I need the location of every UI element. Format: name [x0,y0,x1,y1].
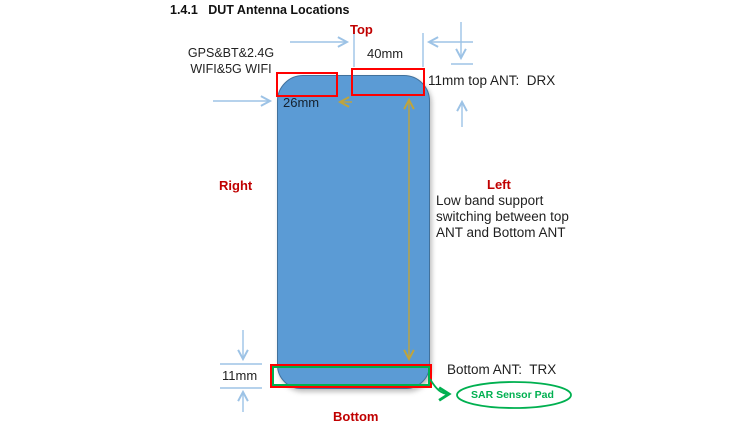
top-side-label: Top [350,22,373,37]
top-left-antenna-caption-line1: GPS&BT&2.4G [187,46,275,60]
top-center-antenna-box [351,68,425,96]
top-offset-value: 26mm [283,95,320,110]
page-title: 1.4.1 DUT Antenna Locations [170,3,350,17]
phone-body [277,75,430,389]
top-left-antenna-box [276,72,338,97]
right-side-label: Right [219,178,253,193]
bottom-side-label: Bottom [333,409,379,424]
sar-sensor-pad-region [272,366,430,386]
top-antenna-caption: 11mm top ANT: DRX [428,73,556,88]
low-band-note: Low band support switching between top A… [436,193,569,240]
sar-sensor-pad-label: SAR Sensor Pad [471,389,554,401]
top-left-antenna-caption-line2: WIFI&5G WIFI [190,62,272,76]
top-width-value: 40mm [367,46,404,61]
bottom-antenna-caption: Bottom ANT: TRX [447,362,557,377]
left-side-label: Left [487,177,511,192]
top-left-antenna-caption: GPS&BT&2.4G WIFI&5G WIFI [184,45,278,77]
bottom-height-value: 11mm [222,368,258,383]
bottom-antenna-box [270,364,432,388]
